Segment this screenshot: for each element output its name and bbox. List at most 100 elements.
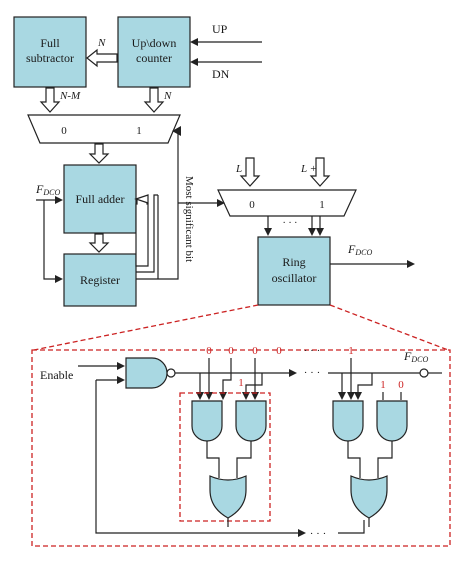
dn-arrowhead [190, 58, 198, 66]
loop-return-arrowhead [298, 529, 306, 537]
mux-bus-dots: · · · [283, 218, 298, 229]
bit-arrowhead-1 [205, 392, 213, 400]
l-input-arrow [239, 157, 261, 187]
ctrl-bits-dots: · · · [304, 345, 321, 357]
nand-bubble [166, 368, 176, 378]
and3-to-or-wire [347, 441, 361, 478]
full-subtractor-label-2: subtractor [26, 51, 74, 65]
and2-to-or-wire [236, 441, 252, 478]
updown-counter-block [117, 16, 191, 88]
and-gate-4 [376, 400, 408, 442]
and4-to-or-wire [377, 441, 393, 478]
full-subtractor-block [13, 16, 87, 88]
f-dco-main-label: FDCO [347, 242, 372, 257]
l-label: L [235, 163, 242, 175]
and-gate-1 [191, 400, 223, 442]
l-plus-1-input-arrow [309, 157, 331, 187]
mux-2-input-0: 0 [249, 199, 255, 211]
msb-select-wire [158, 131, 179, 280]
f-dco-adder-label: FDCO [35, 182, 60, 197]
n-minus-m-label: N-M [59, 90, 81, 102]
mux-to-adder-arrow [88, 143, 110, 164]
mux-1-input-1: 1 [136, 125, 142, 137]
n-label-left: N [97, 37, 106, 49]
and1-to-or-wire [206, 441, 220, 478]
bus-arrowhead-3 [316, 228, 324, 236]
loop-return-wire-left [95, 380, 298, 534]
bottom-dots: · · · [310, 528, 327, 540]
mux-1 [27, 114, 181, 144]
bit-wire-2 [222, 358, 232, 396]
full-adder-label: Full adder [76, 192, 125, 206]
mux-2-input-1: 1 [319, 199, 325, 211]
or-gate-1 [209, 475, 247, 519]
nand-gate [125, 357, 168, 389]
f-dco-detail-label: FDCO [403, 349, 428, 364]
dn-label: DN [212, 67, 230, 81]
register-feedback-wire-outer [136, 194, 158, 273]
n-label-mux: N [163, 90, 172, 102]
msb-select-arrowhead [172, 126, 181, 136]
ctrl-bit-red-right-2: 0 [398, 379, 404, 391]
loop-return-wire-right [338, 520, 365, 534]
ring-oscillator-label-2: oscillator [272, 271, 317, 285]
updown-counter-label-2: counter [136, 51, 172, 65]
delay-line-dots: · · · [304, 367, 321, 379]
output-node [419, 368, 429, 378]
counter-to-subtractor-arrow [86, 48, 118, 68]
delay-line-arrowhead [289, 369, 297, 377]
zoom-line-left [33, 304, 259, 351]
f-dco-adder-arrowhead [55, 196, 63, 204]
adder-to-register-arrow [88, 233, 110, 253]
ring-oscillator-block [257, 236, 331, 306]
full-adder-block [63, 164, 137, 234]
right-bit-arrowhead-1 [347, 392, 355, 400]
full-subtractor-label-1: Full [40, 36, 60, 50]
mux-1-input-0: 0 [61, 125, 67, 137]
zoom-line-right [329, 304, 449, 351]
ctrl-bit-0: 0 [206, 345, 212, 357]
highlight-box [179, 392, 271, 522]
mux-2 [217, 189, 357, 217]
f-dco-register-arrowhead [55, 275, 63, 283]
ctrl-bit-1: 0 [228, 345, 234, 357]
right-tap-arrowhead-1 [338, 392, 346, 400]
and-gate-3 [332, 400, 364, 442]
f-dco-output-arrowhead [407, 260, 415, 268]
or-gate-2 [350, 475, 388, 519]
ctrl-bit-red-right-1: 1 [380, 379, 386, 391]
register-block [63, 253, 137, 307]
subtractor-to-mux-arrow [39, 87, 61, 113]
detail-frame [31, 349, 451, 547]
register-feedback-arrow [135, 198, 149, 267]
ctrl-bit-last: 1 [348, 345, 354, 357]
ring-oscillator-label-1: Ring [282, 255, 305, 269]
mux-2-select-arrowhead [217, 199, 225, 207]
line-tap-arrowhead-2 [242, 392, 250, 400]
register-feedback-arrowhead [134, 194, 149, 204]
up-label: UP [212, 22, 228, 36]
bus-arrowhead-2 [308, 228, 316, 236]
f-dco-register-wire [43, 200, 58, 280]
up-arrowhead [190, 38, 198, 46]
and-gate-2 [235, 400, 267, 442]
line-tap-2 [245, 373, 263, 396]
counter-to-mux-arrow [143, 87, 165, 113]
ctrl-bit-2: 0 [252, 345, 258, 357]
bit-arrowhead-3 [251, 392, 259, 400]
ctrl-bit-3: 0 [276, 345, 282, 357]
ctrl-bit-red-left: 1 [238, 377, 244, 389]
bit-arrowhead-2 [219, 392, 227, 400]
bus-arrowhead-1 [264, 228, 272, 236]
line-tap-arrowhead-1 [196, 392, 204, 400]
msb-label: Most significant bit [183, 176, 195, 262]
right-tap-arrowhead-2 [354, 392, 362, 400]
right-tap-2 [357, 373, 373, 396]
nand-feedback-arrowhead [117, 376, 125, 384]
updown-counter-label-1: Up\down [132, 36, 177, 50]
enable-arrowhead [117, 362, 125, 370]
enable-label: Enable [40, 368, 73, 382]
register-label: Register [80, 273, 120, 287]
